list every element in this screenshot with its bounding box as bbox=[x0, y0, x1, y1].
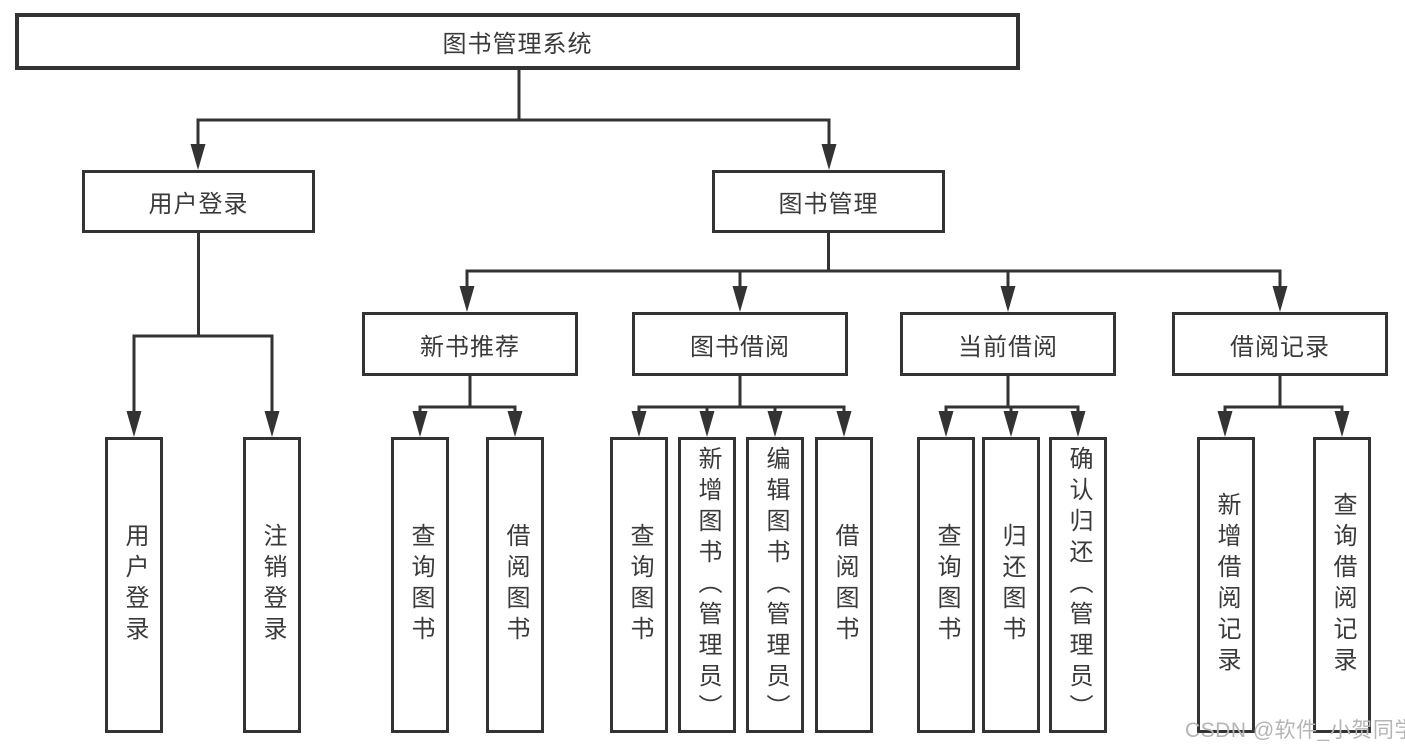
leaf-borrow-books-recommend: 借阅图书 bbox=[486, 437, 544, 733]
leaf-query-books-recommend: 查询图书 bbox=[391, 437, 449, 733]
node-new-book-recommend: 新书推荐 bbox=[362, 312, 578, 376]
arrowheads bbox=[126, 144, 1350, 437]
leaf-return-books: 归还图书 bbox=[982, 437, 1040, 733]
csdn-watermark: CSDN @软件_小贺同学 bbox=[1185, 719, 1405, 742]
leaf-query-books-borrow: 查询图书 bbox=[610, 437, 668, 733]
node-book-management: 图书管理 bbox=[712, 170, 945, 233]
leaf-confirm-return-admin: 确认归还（管理员） bbox=[1049, 437, 1107, 733]
node-borrow-records: 借阅记录 bbox=[1172, 312, 1388, 376]
leaf-add-borrow-record: 新增借阅记录 bbox=[1197, 437, 1255, 733]
node-library-management-system: 图书管理系统 bbox=[15, 13, 1020, 70]
leaf-query-borrow-record: 查询借阅记录 bbox=[1313, 437, 1371, 733]
leaf-logout: 注销登录 bbox=[243, 437, 301, 733]
leaf-query-books-current: 查询图书 bbox=[917, 437, 975, 733]
leaf-edit-books-admin: 编辑图书（管理员） bbox=[746, 437, 804, 733]
leaf-add-books-admin: 新增图书（管理员） bbox=[678, 437, 736, 733]
node-current-borrow: 当前借阅 bbox=[900, 312, 1116, 376]
leaf-user-login: 用户登录 bbox=[105, 437, 163, 733]
node-book-borrow: 图书借阅 bbox=[632, 312, 848, 376]
leaf-borrow-books: 借阅图书 bbox=[815, 437, 873, 733]
node-user-login: 用户登录 bbox=[82, 170, 315, 233]
